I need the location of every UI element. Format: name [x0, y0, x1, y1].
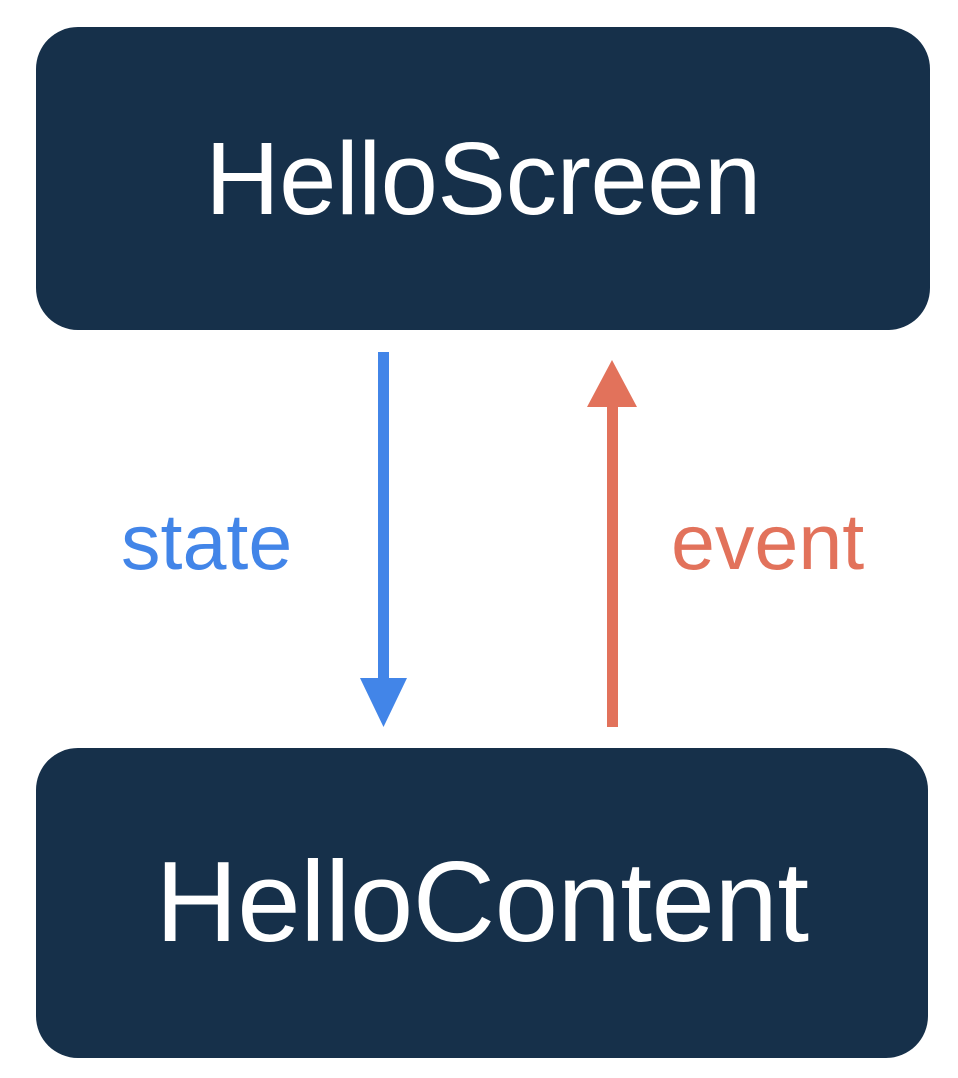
node-hello-screen[interactable]: HelloScreen	[36, 27, 930, 330]
edge-label-event: event	[671, 497, 865, 586]
edge-label-state: state	[121, 497, 293, 586]
node-hello-content[interactable]: HelloContent	[36, 748, 928, 1058]
state-arrow-down	[360, 352, 407, 727]
node-hello-screen-label: HelloScreen	[205, 121, 761, 236]
node-hello-content-label: HelloContent	[155, 839, 809, 966]
event-arrow-up	[587, 360, 637, 727]
